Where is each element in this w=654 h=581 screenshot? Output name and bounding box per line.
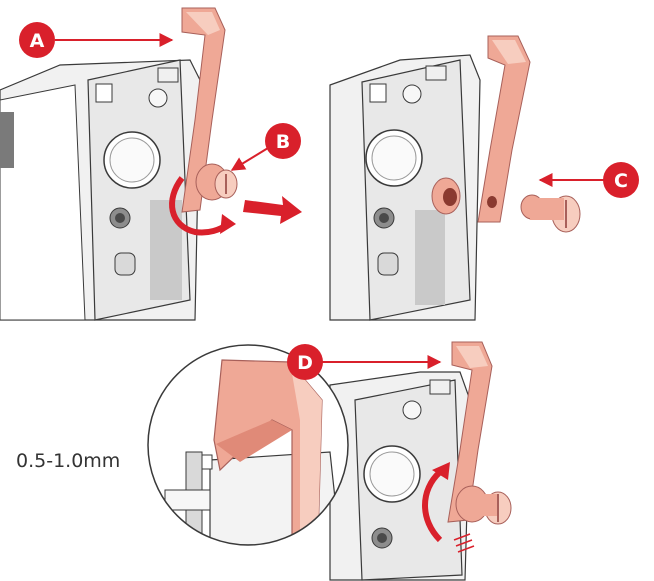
knob-inner [110, 138, 154, 182]
detail-white-block [165, 490, 210, 510]
machine-dark-edge [0, 112, 14, 168]
callout-a-label: A [30, 30, 45, 52]
panel-step-1: A B [0, 8, 302, 320]
gap-measurement: 0.5-1.0mm [16, 450, 120, 472]
removed-lever [478, 36, 530, 222]
panel-step-3: 0.5-1.0mm D [16, 342, 511, 580]
machine-grey-slot-2 [415, 210, 445, 305]
detail-gap-marker [202, 455, 212, 469]
reinstall-screw-body [472, 494, 498, 516]
pull-arrow-icon [243, 196, 302, 224]
screw-hole-3-inner [377, 533, 387, 543]
lower-button [115, 253, 135, 275]
top-clip-3 [430, 380, 450, 394]
small-bracket-2 [370, 84, 386, 102]
removed-screw-body [530, 198, 564, 220]
callout-d-label: D [297, 352, 313, 374]
top-screw-3 [403, 401, 421, 419]
knob-3-inner [370, 452, 414, 496]
callout-b-leader [232, 148, 268, 170]
top-screw [149, 89, 167, 107]
panel-step-2: C [330, 36, 639, 320]
magnified-detail [148, 345, 348, 545]
callout-c-label: C [614, 170, 628, 192]
callout-b-label: B [276, 131, 290, 153]
knob-2-inner [372, 136, 416, 180]
screw-hole-2-inner [379, 213, 389, 223]
machine-grey-slot [150, 200, 182, 300]
lower-button-2 [378, 253, 398, 275]
small-bracket [96, 84, 112, 102]
top-screw-2 [403, 85, 421, 103]
rotate-arrowhead [220, 214, 236, 234]
top-clip-2 [426, 66, 446, 80]
top-clip [158, 68, 178, 82]
screw-hole-inner [115, 213, 125, 223]
bushing-hole [443, 188, 457, 206]
removed-lever-hole [487, 196, 497, 208]
